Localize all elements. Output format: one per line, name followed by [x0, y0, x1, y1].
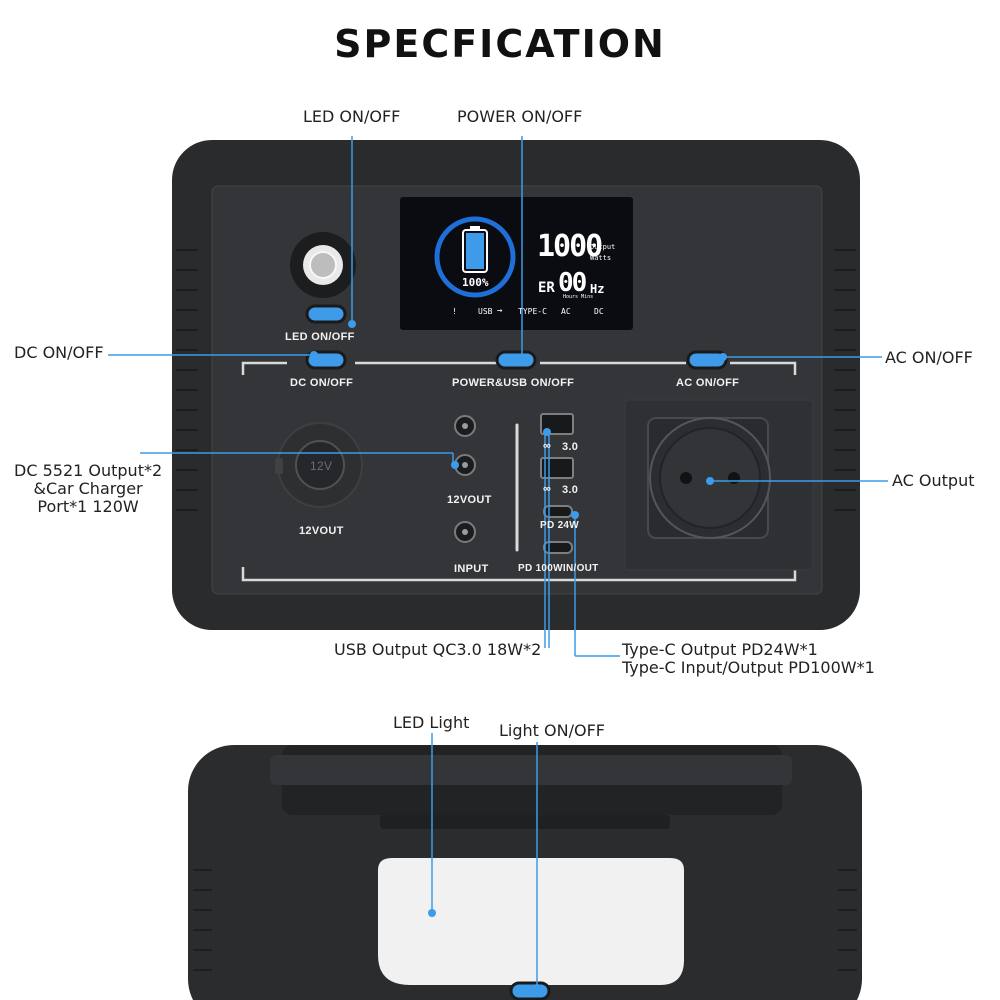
lcd-status-ac: AC	[561, 307, 571, 316]
usb-c-port-pd24w[interactable]	[543, 505, 573, 518]
callout-ac-onoff: AC ON/OFF	[885, 348, 973, 367]
switch-row-frame	[241, 361, 797, 375]
callout-ac-output: AC Output	[892, 471, 975, 490]
port-row-frame	[241, 567, 797, 582]
panel-label-led-onoff: LED ON/OFF	[285, 331, 355, 343]
panel-label-dc-12vout: 12VOUT	[447, 494, 492, 506]
lcd-hz-label: Hz	[590, 282, 605, 296]
lcd-hz-value: 00	[558, 268, 587, 298]
qc-icon: ∞	[543, 483, 552, 495]
lcd-battery-ring	[434, 216, 516, 298]
panel-label-pd24w: PD 24W	[540, 520, 580, 531]
device-front	[172, 140, 860, 630]
panel-label-qc-1: 3.0	[562, 441, 579, 453]
callout-led-light: LED Light	[393, 713, 470, 732]
lcd-output-label: Output	[590, 243, 616, 251]
led-light-panel	[378, 858, 684, 985]
callout-light-onoff: Light ON/OFF	[499, 721, 605, 740]
panel-label-car-12vout: 12VOUT	[299, 525, 344, 537]
lcd-status-usb: USB	[478, 307, 493, 316]
callout-dc-onoff: DC ON/OFF	[14, 343, 104, 362]
led-switch[interactable]	[305, 304, 347, 324]
panel-label-qc-2: 3.0	[562, 484, 579, 496]
callout-usb-output: USB Output QC3.0 18W*2	[334, 640, 542, 659]
power-usb-switch[interactable]	[495, 350, 537, 370]
ac-switch[interactable]	[686, 350, 728, 370]
panel-label-power-usb-onoff: POWER&USB ON/OFF	[452, 377, 575, 389]
qc-icon: ∞	[543, 440, 552, 452]
panel-label-ac-onoff: AC ON/OFF	[676, 377, 740, 389]
side-grip-left	[176, 249, 198, 511]
lcd-status-dc: DC	[594, 307, 604, 316]
panel-label-dc-onoff: DC ON/OFF	[290, 377, 354, 389]
ac-socket-hole-left	[680, 472, 692, 484]
lcd-hours-mins: Hours Mins	[563, 294, 594, 300]
car-port-12v-label: 12V	[310, 459, 333, 473]
lcd-battery-percent: 100%	[462, 276, 489, 289]
panel-label-input: INPUT	[454, 563, 489, 575]
lcd-status-typec: TYPE-C	[518, 307, 547, 316]
device-top	[188, 745, 862, 1000]
lcd-watts-label: Watts	[590, 254, 612, 262]
page-title: SPECFICATION	[334, 22, 666, 66]
ac-socket-hole-right	[728, 472, 740, 484]
callout-dc-5521-output: DC 5521 Output*2 &Car Charger Port*1 120…	[14, 461, 163, 516]
battery-level-fill	[466, 233, 484, 269]
callout-typec-output: Type-C Output PD24W*1	[622, 640, 818, 659]
usb-c-port-pd100w[interactable]	[543, 541, 573, 554]
lcd-screen	[400, 197, 633, 330]
callout-typec-io: Type-C Input/Output PD100W*1	[622, 658, 875, 677]
lcd-er: ER	[538, 280, 555, 296]
side-grip-right	[834, 249, 856, 511]
usb-symbol-icon: →	[497, 306, 503, 316]
callout-power-onoff: POWER ON/OFF	[457, 107, 583, 126]
lcd-status-warning: !	[452, 307, 457, 316]
panel-label-pd100w: PD 100WIN/OUT	[518, 563, 599, 574]
lcd-output-watts: 1000	[537, 229, 603, 264]
light-switch[interactable]	[509, 981, 551, 1000]
callout-lines	[108, 136, 888, 992]
callout-led-onoff: LED ON/OFF	[303, 107, 401, 126]
usb-a-port-2[interactable]	[540, 457, 574, 479]
